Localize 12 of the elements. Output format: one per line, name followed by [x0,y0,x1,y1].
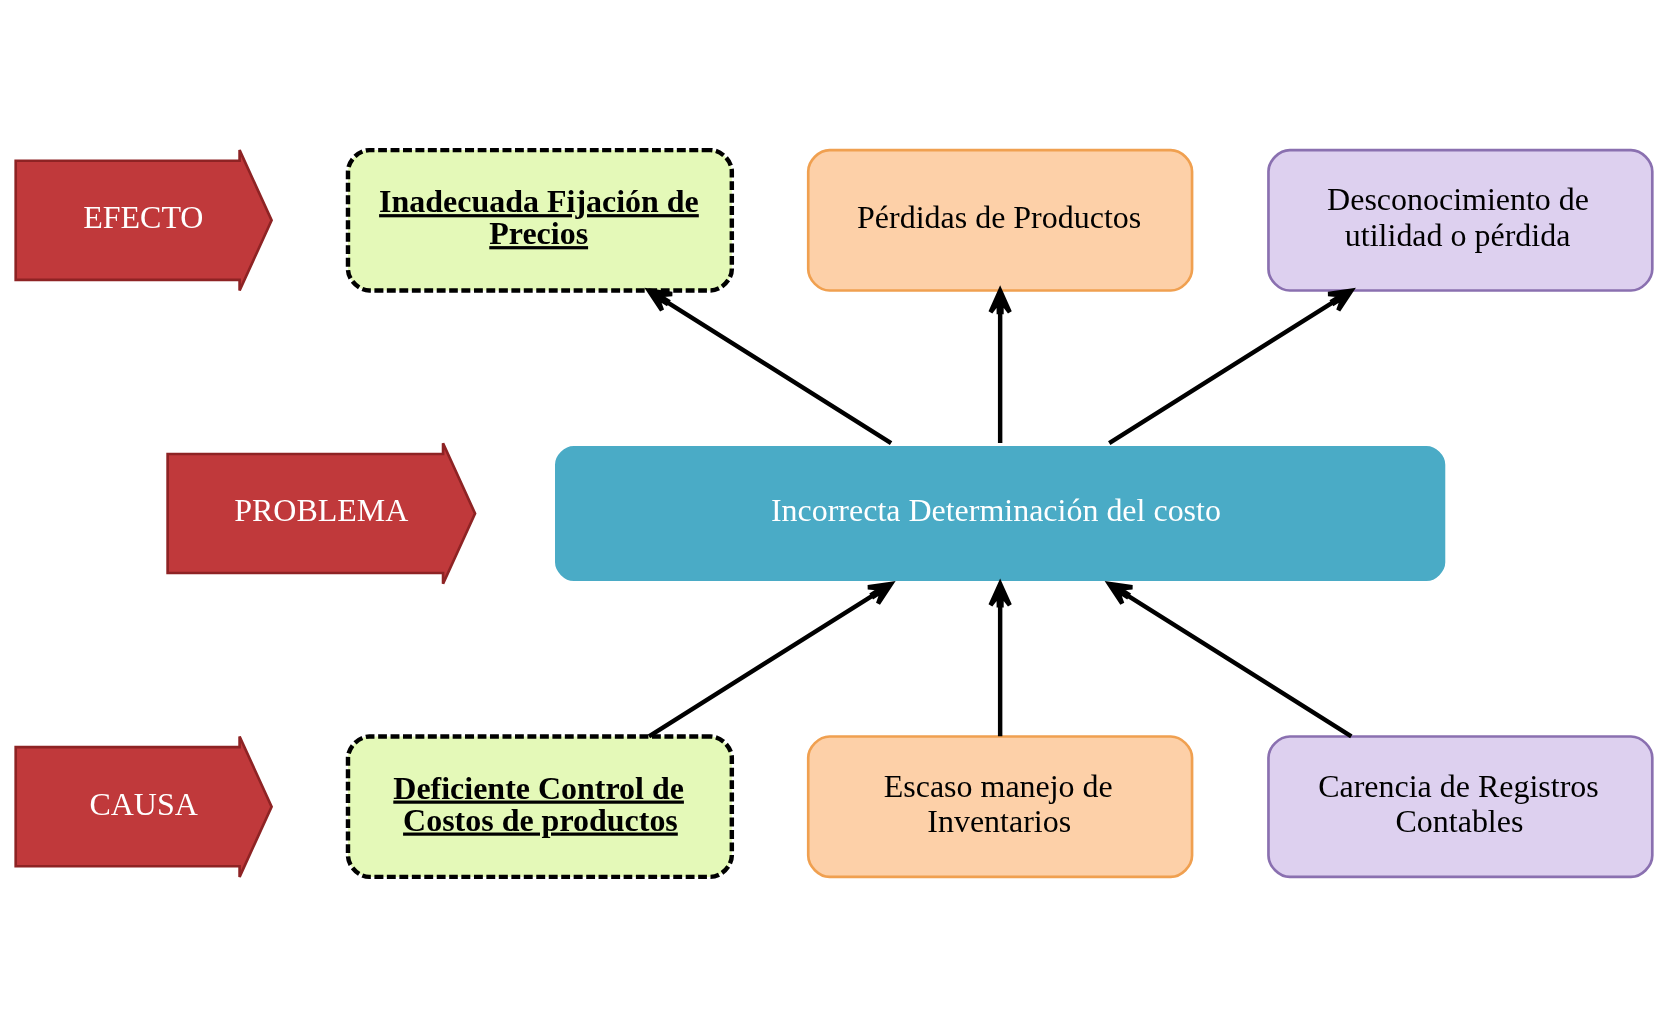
node-box: Desconocimiento de utilidad o pérdida [1267,148,1654,292]
arrow [1107,581,1353,738]
arrow [988,581,1012,736]
arrow [1108,288,1354,445]
node-box: Escaso manejo de Inventarios [806,734,1194,878]
node-box: Inadecuada Fijación de Precios [345,147,735,293]
arrow [988,288,1012,443]
arrow [647,581,894,738]
node-box: Carencia de Registros Contables [1267,734,1654,878]
node-box: Pérdidas de Productos [806,148,1194,292]
arrow [646,288,893,445]
node-box: Deficiente Control de Costos de productos [345,733,735,879]
